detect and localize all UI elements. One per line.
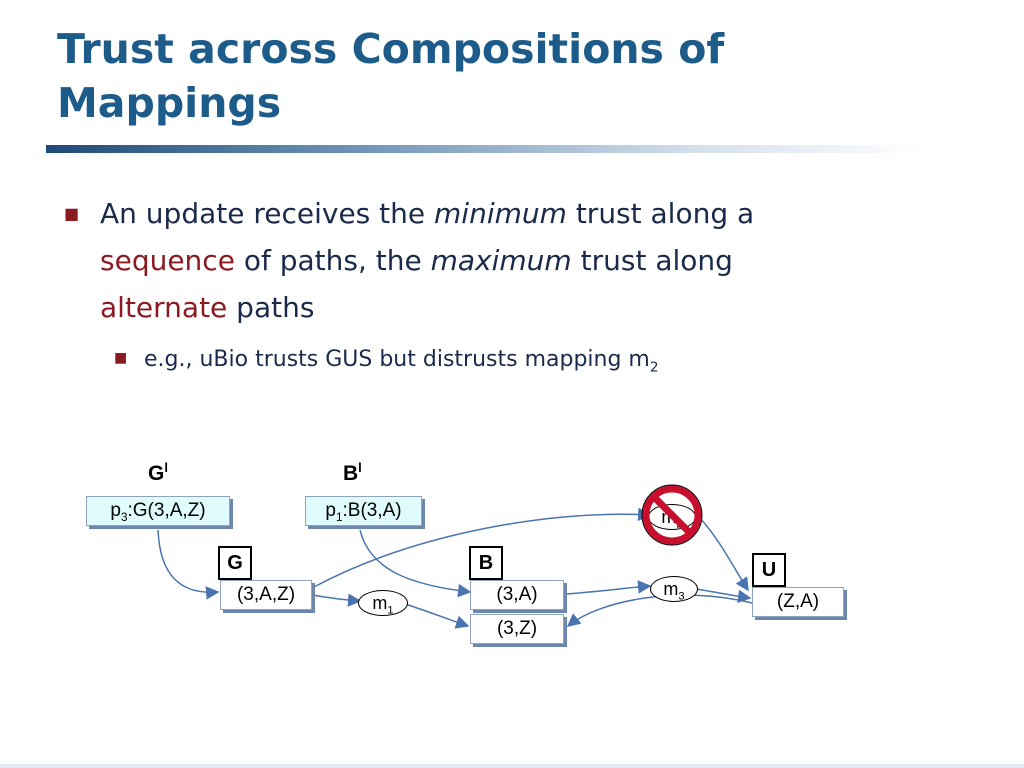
bullet-main-text5: paths (227, 291, 315, 324)
peer-g-update-rest: :G(3,A,Z) (127, 500, 206, 521)
bullet-main-text2: trust along a (566, 197, 755, 230)
distrust-icon (641, 484, 703, 546)
node-label-u: U (752, 553, 786, 587)
mapping-m1-sub: 1 (387, 604, 394, 617)
bullet-sub-marker-icon: ■ (114, 350, 128, 366)
bullet-main-text4: trust along (571, 244, 733, 277)
node-label-g: G (218, 546, 252, 580)
mapping-m1: m1 (358, 590, 408, 617)
peer-b-update-box: p1:B(3,A) (305, 496, 422, 526)
arrow-m1-to-b2 (404, 603, 470, 629)
peer-b-sup: l (358, 460, 362, 475)
peer-b-update-sub: 1 (335, 510, 343, 524)
arrow-g-to-m1 (311, 593, 362, 607)
bullet-main-text3: of paths, the (234, 244, 431, 277)
bullet-main-minimum: minimum (434, 197, 567, 230)
bullet-sub-subscript: 2 (649, 359, 659, 376)
arrow-pg-to-g (157, 529, 220, 600)
bullet-main-sequence: sequence (100, 244, 235, 277)
title-underline (46, 145, 926, 153)
slide-title: Trust across Compositions of Mappings (57, 25, 725, 127)
mapping-m3-prefix: m (663, 579, 679, 599)
node-label-b: B (469, 546, 503, 580)
arrow-g-to-m2 (311, 507, 652, 589)
peer-b-update-rest: :B(3,A) (342, 500, 402, 521)
peer-g-name: G (148, 462, 165, 485)
peer-g-label: Gl (148, 460, 168, 486)
arrow-pb-to-b (359, 529, 472, 598)
bullet-main-alternate: alternate (100, 291, 228, 324)
footer-rule (0, 764, 1024, 768)
bullet-main-text1: An update receives the (100, 197, 435, 230)
arrow-b1-to-m3 (564, 580, 652, 595)
bullet-sub-text: e.g., uBio trusts GUS but distrusts mapp… (144, 347, 650, 372)
peer-g-update-prefix: p (110, 500, 121, 521)
b-tuple-box-2: (3,Z) (470, 614, 564, 644)
bullet-list: ■ An update receives the minimum trust a… (64, 190, 864, 384)
bullet-main-maximum: maximum (430, 244, 572, 277)
peer-b-label: Bl (343, 460, 362, 486)
peer-b-update-prefix: p (325, 500, 336, 521)
bullet-marker-icon: ■ (64, 204, 80, 223)
arrow-u-to-b2 (566, 594, 753, 627)
peer-g-update-sub: 3 (120, 510, 128, 524)
mapping-m1-prefix: m (372, 593, 388, 613)
peer-g-sup: l (164, 460, 168, 475)
peer-b-name: B (343, 462, 359, 485)
bullet-main: ■ An update receives the minimum trust a… (64, 190, 864, 331)
mapping-m3-sub: 3 (678, 590, 685, 603)
g-tuple-box: (3,A,Z) (220, 580, 312, 610)
b-tuple-box-1: (3,A) (470, 580, 564, 610)
bullet-sub: ■ e.g., uBio trusts GUS but distrusts ma… (114, 343, 864, 384)
peer-g-update-box: p3:G(3,A,Z) (86, 496, 230, 526)
arrow-m2-to-u (699, 517, 749, 592)
mapping-m3: m3 (650, 576, 698, 603)
u-tuple-box: (Z,A) (752, 587, 844, 617)
